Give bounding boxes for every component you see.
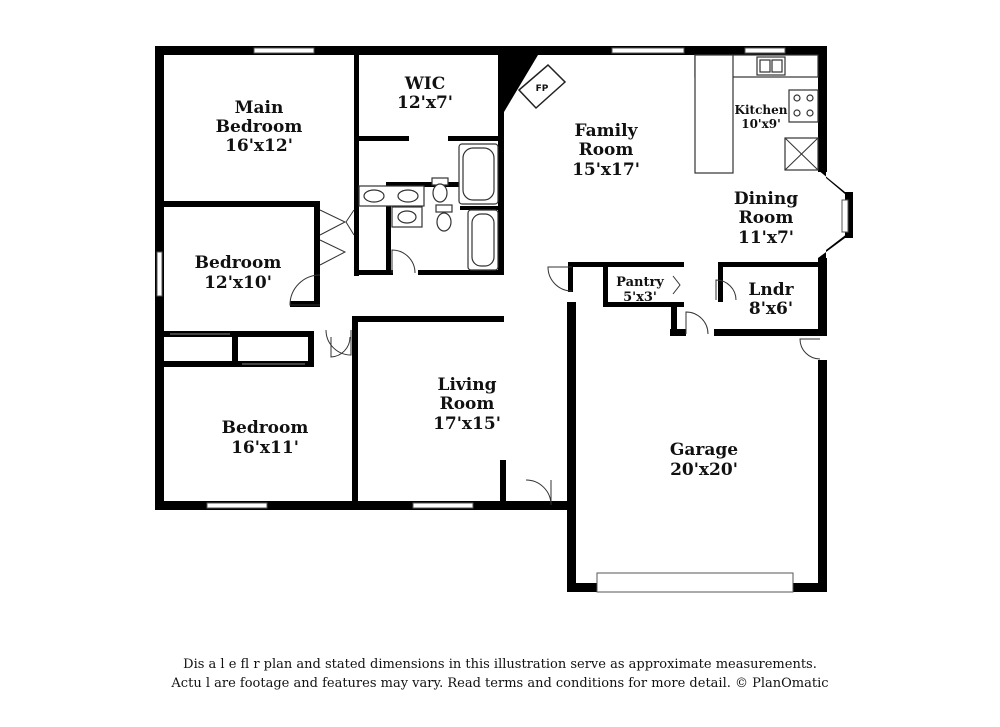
bay-window [818,170,853,258]
bedroom-3-size: 16'x11' [231,438,299,458]
disclaimer-line-1: Dis a l e fl r plan and stated dimension… [183,657,817,672]
bedroom-2-size: 12'x10' [204,273,272,293]
kitchen-fixtures [694,54,819,174]
dining-room-name-line2: Room [739,208,794,228]
fireplace-label: FP [536,84,549,94]
garage-size: 20'x20' [670,460,738,480]
closet-doors [170,209,681,365]
laundry-size: 8'x6' [749,299,793,319]
room-labels: Main Bedroom 16'x12' WIC 12'x7' Family R… [195,74,799,480]
kitchen-name: Kitchen [735,103,788,117]
living-room-name-line2: Room [440,394,495,414]
dining-room-name-line1: Dining [734,189,798,209]
family-room-name-line2: Room [579,140,634,160]
bath-fixtures [358,143,499,271]
laundry-name: Lndr [748,280,794,300]
main-bedroom-name-line2: Bedroom [216,117,303,137]
fireplace: FP [504,55,567,112]
pantry-size: 5'x3' [623,290,657,305]
family-room-size: 15'x17' [572,160,640,180]
windows [156,47,794,593]
wic-size: 12'x7' [397,93,453,113]
kitchen-size: 10'x9' [741,117,781,131]
wic-name: WIC [404,74,446,94]
family-room-name-line1: Family [575,121,639,141]
living-room-name-line1: Living [438,375,497,395]
main-bedroom-name-line1: Main [235,98,284,118]
bedroom-3-name: Bedroom [222,418,309,438]
main-bedroom-size: 16'x12' [225,136,293,156]
living-room-size: 17'x15' [433,414,501,434]
garage-name: Garage [670,440,738,460]
bedroom-2-name: Bedroom [195,253,282,273]
swing-doors [289,249,821,506]
dining-room-size: 11'x7' [738,228,794,248]
pantry-name: Pantry [616,275,664,290]
disclaimer-line-2: Actu l are footage and features may vary… [171,676,829,691]
